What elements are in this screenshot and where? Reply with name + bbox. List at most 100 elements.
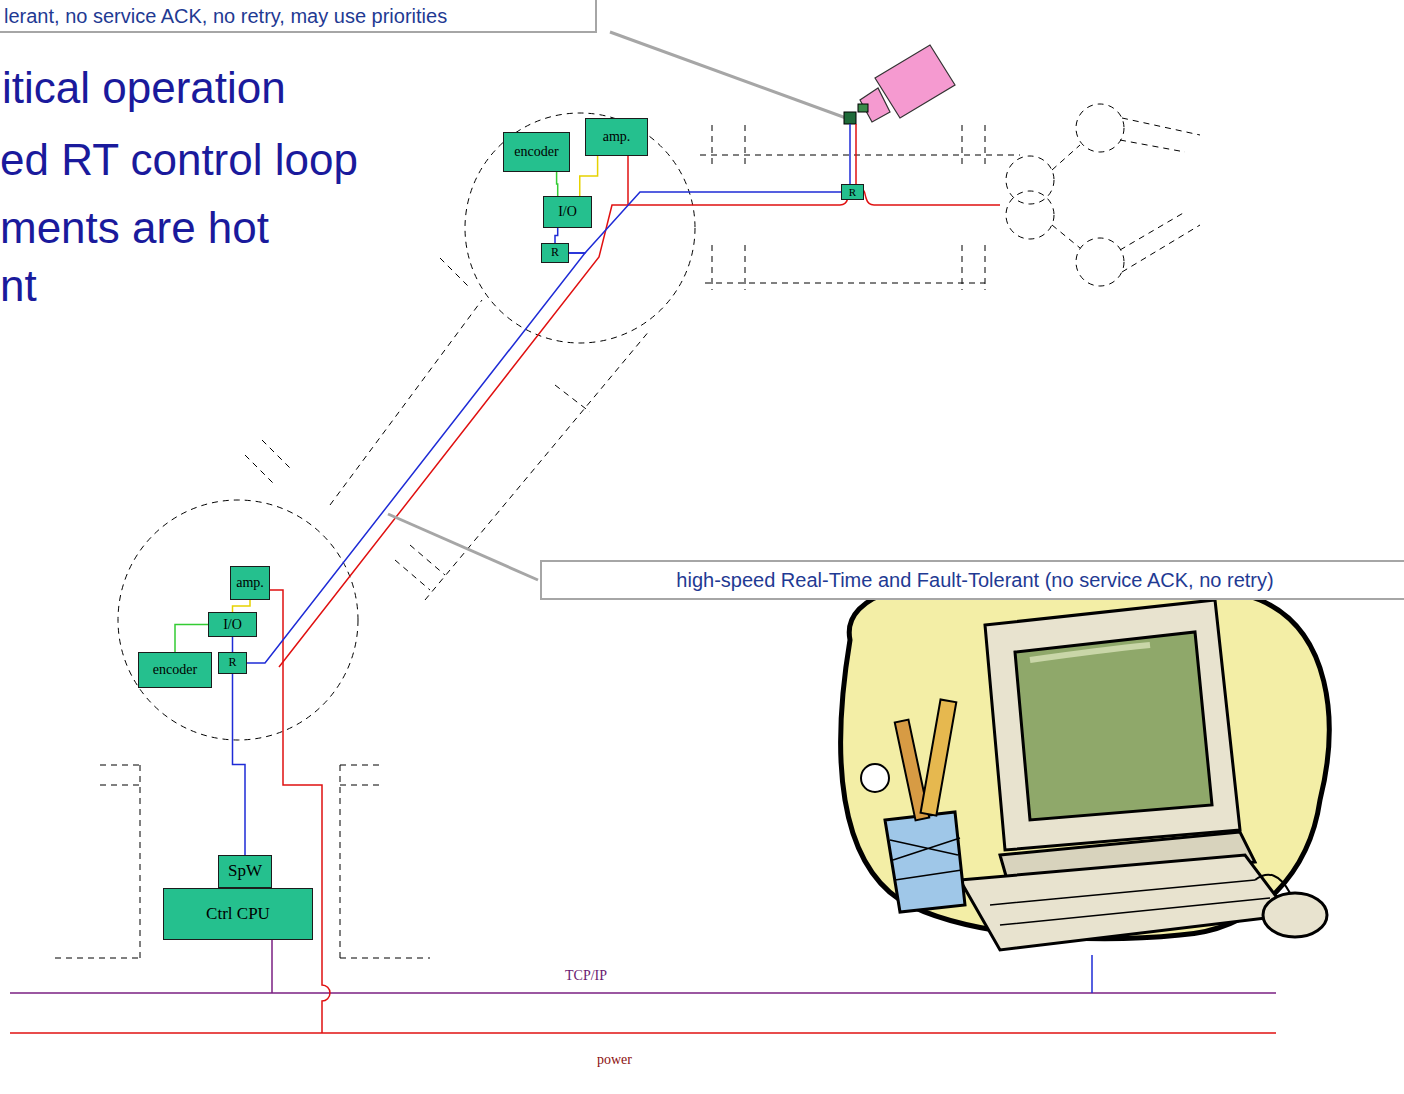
robot-outline bbox=[440, 258, 470, 288]
node-label: R bbox=[849, 186, 856, 198]
node-label: I/O bbox=[223, 617, 242, 632]
robot-outline bbox=[1006, 156, 1054, 204]
robot-outline bbox=[745, 125, 746, 168]
signal-wire bbox=[175, 625, 208, 653]
robot-outline bbox=[262, 440, 292, 470]
signal-wire bbox=[557, 172, 558, 196]
robot-outline bbox=[140, 765, 141, 958]
node-label: lerant, no service ACK, no retry, may us… bbox=[4, 5, 447, 27]
node-label: encoder bbox=[514, 144, 558, 159]
robot-outline bbox=[410, 545, 445, 575]
camera-icon bbox=[844, 45, 955, 184]
bullet-text: nt bbox=[0, 262, 37, 310]
robot-outline bbox=[712, 245, 713, 290]
robot-outline bbox=[465, 113, 695, 343]
computer-clipart bbox=[960, 855, 1290, 950]
io-box: I/O bbox=[208, 612, 257, 637]
robot-outline bbox=[700, 155, 1020, 156]
amplifier-box: amp. bbox=[585, 118, 648, 156]
camera-icon bbox=[858, 104, 868, 112]
robot-outline bbox=[55, 958, 140, 959]
camera-icon bbox=[849, 124, 851, 184]
robot-outline bbox=[330, 300, 482, 505]
node-label: encoder bbox=[153, 662, 197, 677]
router-box: R bbox=[541, 243, 569, 263]
camera-icon bbox=[844, 112, 856, 124]
computer-clipart bbox=[1255, 875, 1290, 893]
signal-wire bbox=[569, 192, 841, 253]
io-box: I/O bbox=[543, 196, 592, 228]
router-box: R bbox=[841, 184, 864, 200]
computer-clipart bbox=[1015, 632, 1212, 820]
robot-outline bbox=[340, 785, 380, 786]
robot-outline bbox=[395, 560, 430, 590]
node-label: SpW bbox=[228, 862, 262, 881]
computer-clipart bbox=[841, 578, 1329, 950]
encoder-box: encoder bbox=[503, 132, 570, 172]
node-label: amp. bbox=[236, 575, 264, 590]
computer-clipart bbox=[985, 600, 1240, 850]
bus-label: power bbox=[597, 1052, 632, 1067]
leader-line bbox=[388, 32, 846, 580]
signal-wire bbox=[555, 228, 558, 243]
node-label: I/O bbox=[558, 204, 577, 219]
robot-outline bbox=[245, 455, 275, 485]
power-wires bbox=[627, 156, 629, 205]
bus-lines bbox=[10, 1032, 1276, 1034]
power-wires bbox=[270, 590, 330, 1033]
robot-outline bbox=[118, 500, 358, 740]
robot-outline bbox=[1122, 118, 1200, 135]
spacewire-box: SpW bbox=[218, 855, 272, 888]
computer-clipart bbox=[921, 700, 957, 816]
robot-outline bbox=[985, 125, 986, 168]
signal-wire bbox=[580, 156, 598, 196]
bus-lines bbox=[10, 992, 1276, 994]
robot-outline bbox=[1006, 191, 1054, 239]
bullet-text: ments are hot bbox=[0, 204, 269, 252]
bus-label: TCP/IP bbox=[565, 968, 607, 983]
robot-outline bbox=[705, 283, 985, 284]
robot-outline bbox=[1122, 225, 1200, 272]
node-label: Ctrl CPU bbox=[206, 905, 270, 924]
signal-wire bbox=[233, 600, 251, 612]
robot-outline bbox=[1120, 140, 1185, 152]
leader-line bbox=[388, 514, 538, 580]
camera-icon bbox=[855, 124, 857, 184]
computer-clipart bbox=[1263, 893, 1327, 937]
cpu-box: Ctrl CPU bbox=[163, 888, 313, 940]
node-label: R bbox=[551, 246, 559, 259]
computer-clipart bbox=[885, 812, 965, 912]
callout-note: lerant, no service ACK, no retry, may us… bbox=[0, 0, 597, 33]
robot-outline bbox=[555, 385, 590, 412]
robot-outline bbox=[1052, 145, 1080, 170]
robot-outline bbox=[985, 245, 986, 290]
computer-clipart bbox=[890, 838, 962, 880]
computer-clipart bbox=[1030, 645, 1150, 660]
bus-lines bbox=[271, 940, 273, 993]
computer-clipart bbox=[990, 880, 1270, 925]
amplifier-box: amp. bbox=[230, 566, 270, 600]
robot-outline bbox=[340, 765, 341, 958]
robot-outline bbox=[962, 125, 963, 168]
robot-outline bbox=[1052, 225, 1080, 248]
robot-outline bbox=[1076, 238, 1124, 286]
robot-outline bbox=[1120, 212, 1185, 250]
node-label: R bbox=[228, 656, 236, 669]
robot-outline bbox=[962, 245, 963, 290]
robot-outline bbox=[340, 765, 380, 766]
callout-note: high-speed Real-Time and Fault-Tolerant … bbox=[540, 560, 1404, 600]
robot-outline bbox=[1076, 104, 1124, 152]
encoder-box: encoder bbox=[138, 652, 212, 688]
router-box: R bbox=[218, 652, 247, 674]
node-label: high-speed Real-Time and Fault-Tolerant … bbox=[676, 569, 1273, 591]
robot-outline bbox=[712, 125, 713, 168]
robot-outline bbox=[340, 958, 430, 959]
computer-clipart bbox=[861, 764, 889, 792]
leader-line bbox=[610, 32, 846, 118]
robot-outline bbox=[100, 785, 140, 786]
bus-lines bbox=[10, 940, 1276, 1033]
signal-wire bbox=[232, 637, 234, 652]
robot-outline bbox=[745, 245, 746, 290]
bus-lines bbox=[1091, 955, 1093, 993]
